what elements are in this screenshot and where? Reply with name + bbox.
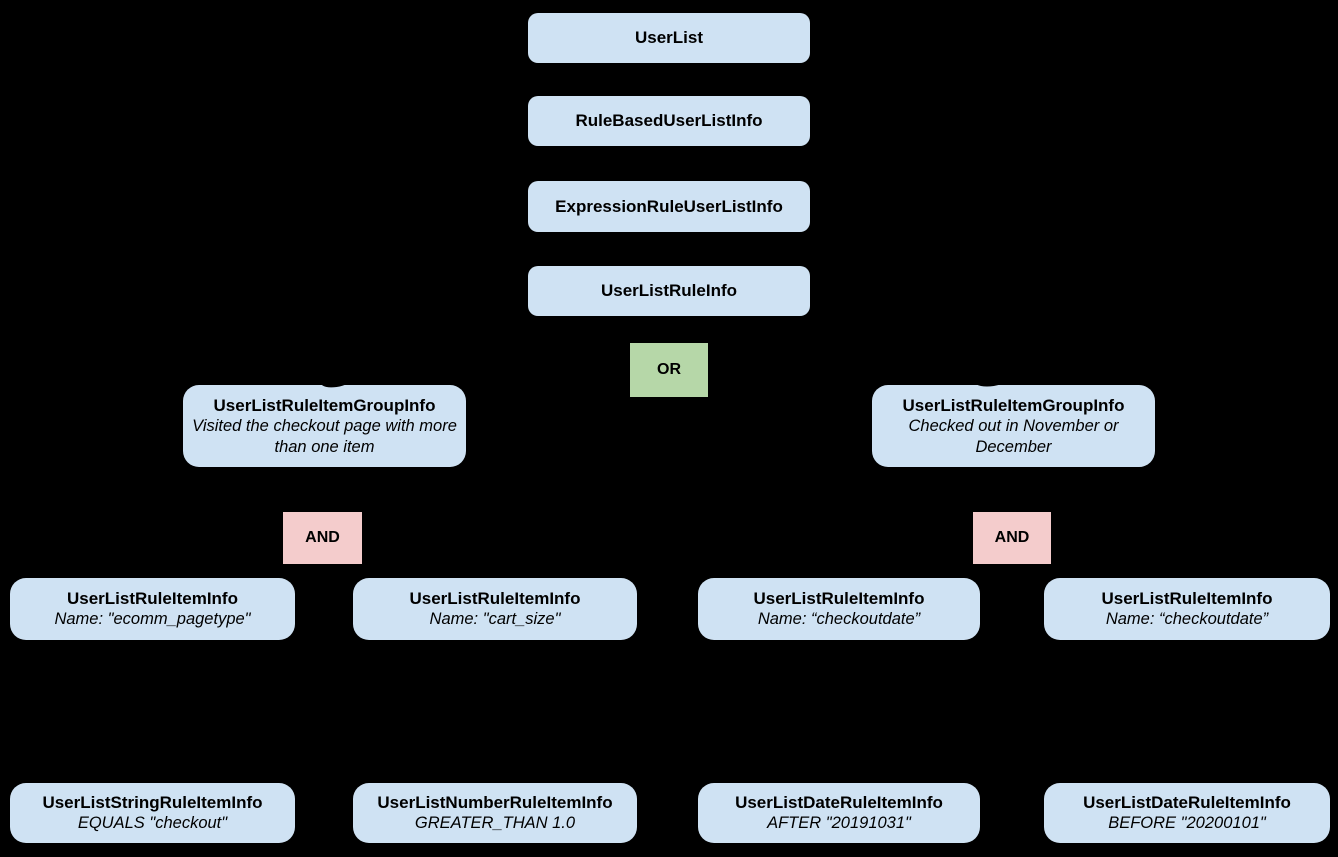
node-label: UserList bbox=[634, 28, 704, 48]
node-label: RuleBasedUserListInfo bbox=[575, 111, 763, 131]
node-date-rule-item-info-after: UserListDateRuleItemInfo AFTER "20191031… bbox=[698, 783, 980, 843]
rule-item-title: UserListRuleItemInfo bbox=[409, 589, 581, 609]
group-title: UserListRuleItemGroupInfo bbox=[902, 395, 1125, 415]
operand-title: UserListNumberRuleItemInfo bbox=[377, 793, 613, 813]
rule-item-detail: Name: “checkoutdate” bbox=[757, 610, 921, 629]
operand-detail: BEFORE "20200101" bbox=[1108, 814, 1266, 833]
node-label: ExpressionRuleUserListInfo bbox=[555, 196, 783, 216]
node-rule-item-checkoutdate-after: UserListRuleItemInfo Name: “checkoutdate… bbox=[698, 578, 980, 640]
and-operator-node-left: AND bbox=[283, 512, 362, 564]
operand-title: UserListDateRuleItemInfo bbox=[735, 793, 943, 813]
rule-item-detail: Name: "ecomm_pagetype" bbox=[54, 610, 251, 629]
rule-item-detail: Name: “checkoutdate” bbox=[1105, 610, 1269, 629]
operand-title: UserListDateRuleItemInfo bbox=[1083, 793, 1291, 813]
node-rule-based-user-list-info: RuleBasedUserListInfo bbox=[528, 96, 810, 146]
node-date-rule-item-info-before: UserListDateRuleItemInfo BEFORE "2020010… bbox=[1044, 783, 1330, 843]
group-description: Visited the checkout page with more than… bbox=[192, 417, 457, 456]
node-rule-item-checkoutdate-before: UserListRuleItemInfo Name: “checkoutdate… bbox=[1044, 578, 1330, 640]
rule-item-detail: Name: "cart_size" bbox=[429, 610, 561, 629]
operand-title: UserListStringRuleItemInfo bbox=[42, 793, 263, 813]
node-rule-item-cart-size: UserListRuleItemInfo Name: "cart_size" bbox=[353, 578, 637, 640]
operand-detail: GREATER_THAN 1.0 bbox=[414, 814, 576, 833]
or-operator-node: OR bbox=[630, 343, 708, 397]
rule-item-title: UserListRuleItemInfo bbox=[753, 589, 925, 609]
node-rule-item-ecomm-pagetype: UserListRuleItemInfo Name: "ecomm_pagety… bbox=[10, 578, 295, 640]
and-operator-node-right: AND bbox=[973, 512, 1051, 564]
group-description: Checked out in November or December bbox=[908, 417, 1119, 456]
rule-item-title: UserListRuleItemInfo bbox=[1101, 589, 1273, 609]
node-user-list-rule-info: UserListRuleInfo bbox=[528, 266, 810, 316]
operand-detail: AFTER "20191031" bbox=[767, 814, 911, 833]
node-rule-item-group-left: UserListRuleItemGroupInfo Visited the ch… bbox=[183, 385, 466, 467]
node-rule-item-group-right: UserListRuleItemGroupInfo Checked out in… bbox=[872, 385, 1155, 467]
node-label: UserListRuleInfo bbox=[600, 281, 738, 301]
group-title: UserListRuleItemGroupInfo bbox=[213, 395, 436, 415]
and-operator-label: AND bbox=[994, 529, 1030, 546]
node-userlist: UserList bbox=[528, 13, 810, 63]
and-operator-label: AND bbox=[305, 529, 340, 546]
node-number-rule-item-info: UserListNumberRuleItemInfo GREATER_THAN … bbox=[353, 783, 637, 843]
rule-item-title: UserListRuleItemInfo bbox=[67, 589, 238, 609]
node-string-rule-item-info: UserListStringRuleItemInfo EQUALS "check… bbox=[10, 783, 295, 843]
or-operator-label: OR bbox=[657, 361, 681, 378]
operand-detail: EQUALS "checkout" bbox=[77, 814, 228, 833]
node-expression-rule-user-list-info: ExpressionRuleUserListInfo bbox=[528, 181, 810, 232]
